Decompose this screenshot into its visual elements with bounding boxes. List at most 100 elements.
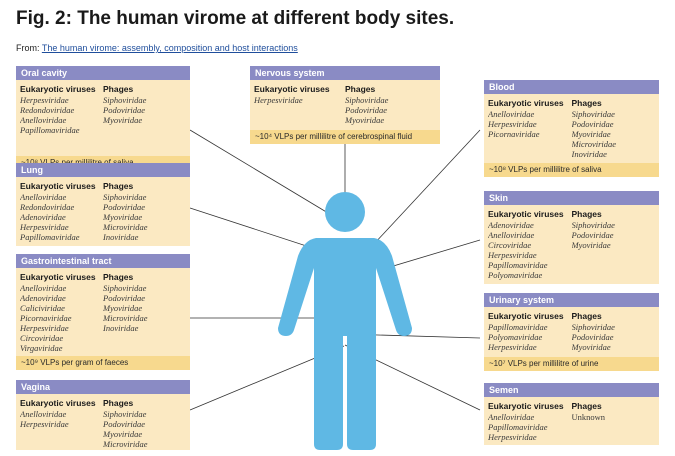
virus-family: Anelloviridae [488, 412, 535, 422]
eukaryotic-virus-list: Adenoviridae Anelloviridae Circoviridae … [488, 220, 572, 280]
phage-family: Podoviridae [103, 105, 146, 115]
panel-nervous-system: Nervous system Eukaryotic viruses Herpes… [250, 66, 440, 144]
eukaryotic-column: Eukaryotic viruses Adenoviridae Anellovi… [488, 209, 572, 281]
virus-family: Circoviridae [488, 240, 532, 250]
panel-title: Vagina [16, 380, 190, 394]
phage-family: Siphoviridae [103, 283, 147, 293]
virus-family: Herpesviridae [488, 250, 537, 260]
phages-column: Phages Siphoviridae Podoviridae Myovirid… [572, 209, 656, 281]
column-heading: Phages [103, 398, 134, 408]
panel-skin: Skin Eukaryotic viruses Adenoviridae Ane… [484, 191, 659, 284]
phage-family: Myoviridae [103, 303, 143, 313]
column-heading: Phages [571, 209, 602, 219]
figure-left-leg [314, 332, 343, 450]
phage-family: Siphoviridae [571, 220, 615, 230]
panel-title: Semen [484, 383, 659, 397]
phage-family: Podoviridae [103, 419, 146, 429]
panel-body: Eukaryotic viruses Herpesviridae Redondo… [16, 80, 190, 156]
eukaryotic-virus-list: Anelloviridae Adenoviridae Caliciviridae… [20, 283, 103, 353]
connector-blood [372, 129, 481, 246]
panel-semen: Semen Eukaryotic viruses Anelloviridae P… [484, 383, 659, 445]
eukaryotic-virus-list: Herpesviridae Redondoviridae Anellovirid… [20, 95, 103, 135]
phages-column: Phages Unknown [572, 401, 656, 442]
phage-family: Podoviridae [571, 332, 614, 342]
phage-family: Podoviridae [571, 230, 614, 240]
connector-skin [379, 239, 481, 271]
phages-column: Phages Siphoviridae Podoviridae Myovirid… [345, 84, 436, 127]
virus-family: Anelloviridae [20, 115, 67, 125]
column-heading: Phages [103, 272, 134, 282]
panel-footer: ~10⁷ VLPs per millilitre of urine [484, 357, 659, 371]
eukaryotic-virus-list: Herpesviridae [254, 95, 345, 105]
column-heading: Eukaryotic viruses [20, 272, 96, 282]
phage-family: Inoviridae [103, 323, 139, 333]
column-heading: Eukaryotic viruses [20, 181, 96, 191]
phage-family: Podoviridae [103, 293, 146, 303]
phages-column: Phages Siphoviridae Podoviridae Myovirid… [103, 272, 186, 353]
virus-family: Papillomaviridae [488, 322, 548, 332]
eukaryotic-column: Eukaryotic viruses Anelloviridae Herpesv… [20, 398, 103, 447]
phages-column: Phages Siphoviridae Podoviridae Myovirid… [572, 98, 656, 160]
column-heading: Phages [571, 98, 602, 108]
phage-family: Podoviridae [103, 202, 146, 212]
phage-family: Inoviridae [103, 232, 139, 242]
panel-oral-cavity: Oral cavity Eukaryotic viruses Herpesvir… [16, 66, 190, 170]
phage-family: Myoviridae [103, 212, 143, 222]
phage-family: Podoviridae [345, 105, 388, 115]
virus-family: Adenoviridae [488, 220, 534, 230]
eukaryotic-column: Eukaryotic viruses Herpesviridae [254, 84, 345, 127]
virus-family: Papillomaviridae [488, 422, 548, 432]
column-heading: Eukaryotic viruses [488, 98, 564, 108]
panel-blood: Blood Eukaryotic viruses Anelloviridae H… [484, 80, 659, 177]
figure-title: Fig. 2: The human virome at different bo… [16, 8, 455, 29]
panel-urinary-system: Urinary system Eukaryotic viruses Papill… [484, 293, 659, 371]
virus-family: Herpesviridae [488, 342, 537, 352]
phage-family: Inoviridae [571, 149, 607, 159]
virus-family: Herpesviridae [20, 95, 69, 105]
phage-family: Siphoviridae [103, 409, 147, 419]
phages-column: Phages Siphoviridae Podoviridae Myovirid… [572, 311, 656, 354]
panel-lung: Lung Eukaryotic viruses Anelloviridae Re… [16, 163, 190, 246]
column-heading: Phages [571, 311, 602, 321]
phages-column: Phages Siphoviridae Podoviridae Myovirid… [103, 398, 186, 449]
virus-family: Anelloviridae [488, 109, 535, 119]
eukaryotic-virus-list: Papillomaviridae Polyomaviridae Herpesvi… [488, 322, 572, 352]
eukaryotic-virus-list: Anelloviridae Herpesviridae [20, 409, 103, 429]
column-heading: Eukaryotic viruses [20, 398, 96, 408]
source-link[interactable]: The human virome: assembly, composition … [41, 43, 298, 53]
virus-family: Herpesviridae [488, 432, 537, 442]
column-heading: Phages [571, 401, 602, 411]
column-heading: Eukaryotic viruses [488, 401, 564, 411]
eukaryotic-column: Eukaryotic viruses Anelloviridae Herpesv… [488, 98, 572, 160]
virus-family: Herpesviridae [20, 222, 69, 232]
virus-family: Picornaviridae [20, 313, 72, 323]
phages-column: Phages Siphoviridae Podoviridae Myovirid… [103, 84, 186, 153]
virus-family: Papillomaviridae [20, 125, 80, 135]
phage-list: Unknown [572, 412, 656, 422]
figure-head [325, 192, 365, 232]
column-heading: Eukaryotic viruses [20, 84, 96, 94]
virus-family: Herpesviridae [20, 323, 69, 333]
virus-family: Papillomaviridae [488, 260, 548, 270]
phage-family: Siphoviridae [103, 192, 147, 202]
virus-family: Herpesviridae [488, 119, 537, 129]
phage-family: Myoviridae [345, 115, 385, 125]
virus-family: Redondoviridae [20, 202, 75, 212]
virus-family: Herpesviridae [20, 419, 69, 429]
virus-family: Adenoviridae [20, 293, 66, 303]
phage-family: Myoviridae [571, 342, 611, 352]
eukaryotic-column: Eukaryotic viruses Anelloviridae Adenovi… [20, 272, 103, 353]
column-heading: Eukaryotic viruses [254, 84, 330, 94]
eukaryotic-column: Eukaryotic viruses Herpesviridae Redondo… [20, 84, 103, 153]
column-heading: Phages [345, 84, 376, 94]
phage-family: Unknown [571, 412, 606, 422]
panel-body: Eukaryotic viruses Papillomaviridae Poly… [484, 307, 659, 357]
panel-title: Urinary system [484, 293, 659, 307]
panel-footer: ~10⁴ VLPs per millilitre of cerebrospina… [250, 130, 440, 144]
human-figure [278, 192, 412, 450]
eukaryotic-virus-list: Anelloviridae Herpesviridae Picornavirid… [488, 109, 572, 139]
phage-family: Siphoviridae [345, 95, 389, 105]
panel-footer: ~10⁹ VLPs per gram of faeces [16, 356, 190, 370]
column-heading: Eukaryotic viruses [488, 209, 564, 219]
panel-title: Gastrointestinal tract [16, 254, 190, 268]
